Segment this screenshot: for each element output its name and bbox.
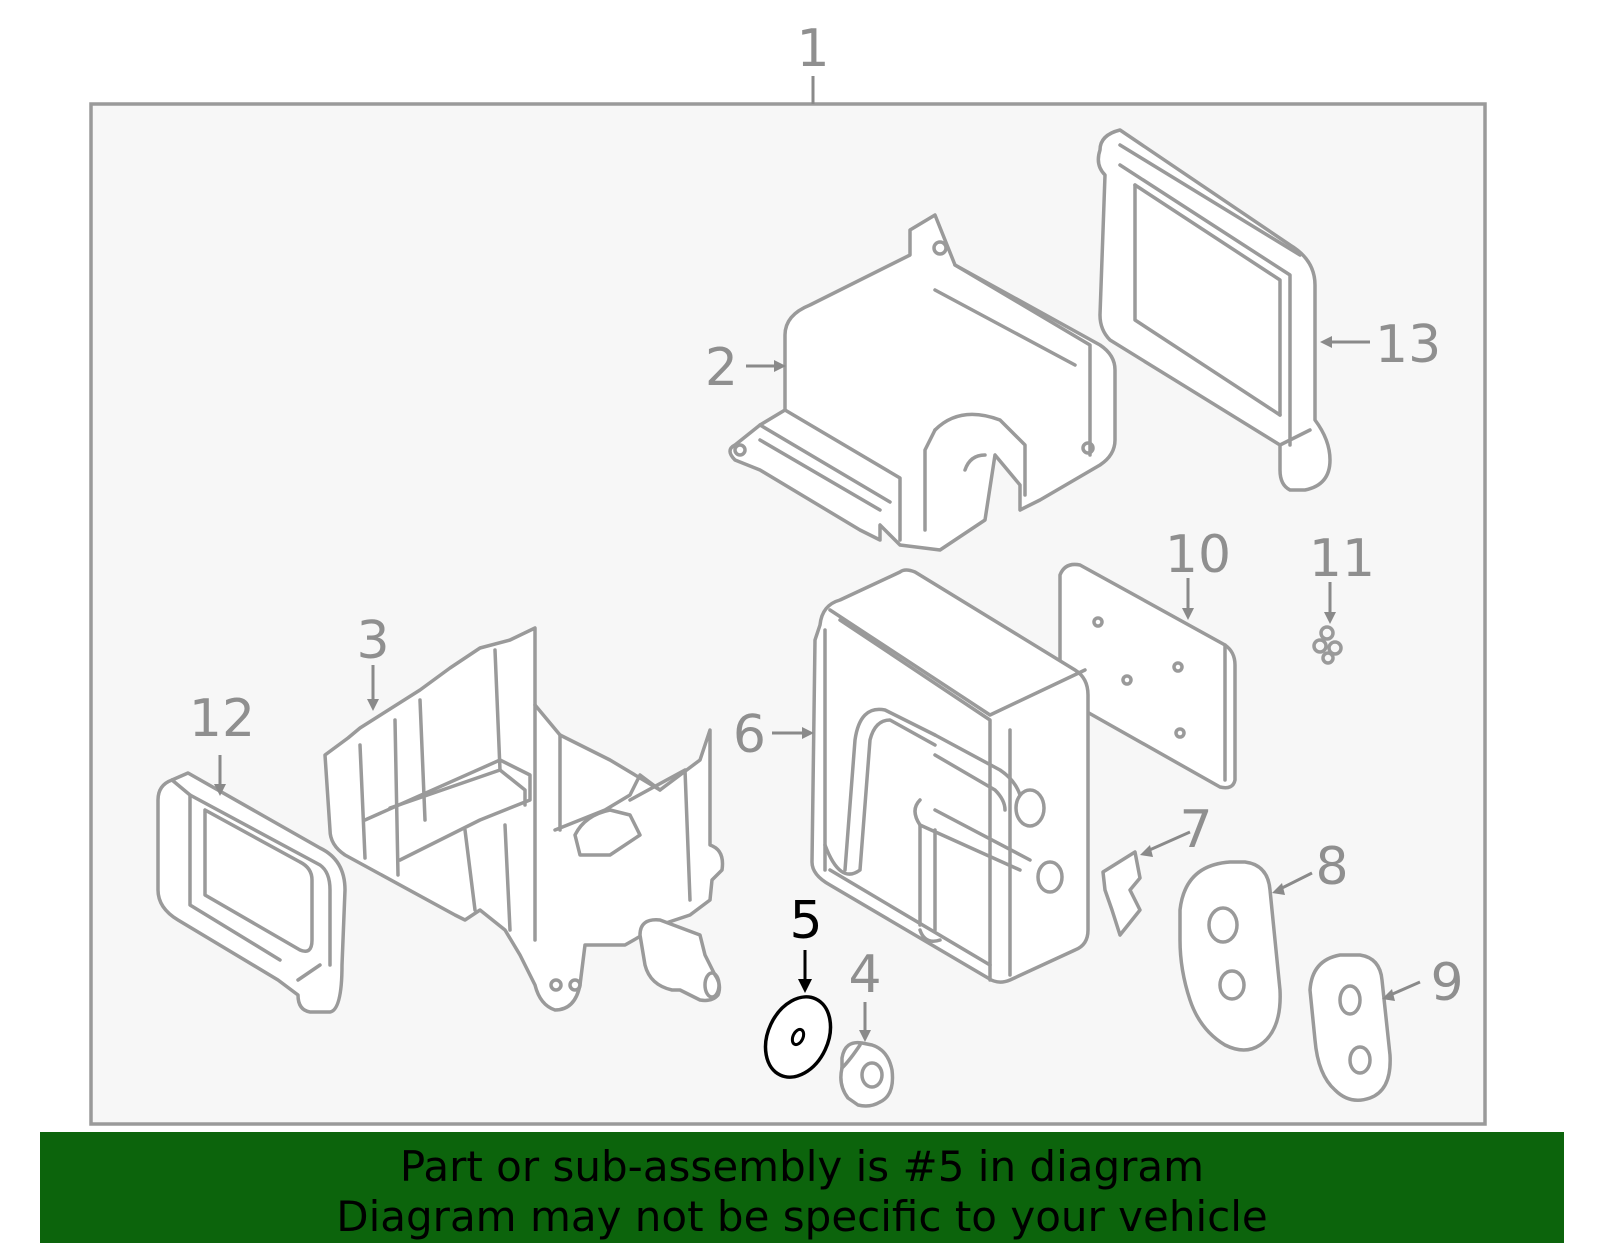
- info-banner: Part or sub-assembly is #5 in diagram Di…: [40, 1132, 1564, 1243]
- part-6-evaporator-core: [810, 568, 1090, 984]
- callout-4: 4: [848, 945, 881, 1005]
- part-11-clip: [1312, 625, 1343, 665]
- callout-9: 9: [1430, 953, 1463, 1013]
- part-7-bracket: [1101, 850, 1142, 937]
- banner-line-1: Part or sub-assembly is #5 in diagram: [399, 1142, 1205, 1191]
- part-5-washer-highlighted: [763, 995, 833, 1079]
- callout-3: 3: [356, 611, 389, 671]
- part-3-lower-case: [323, 626, 725, 1012]
- callout-10: 10: [1165, 525, 1231, 585]
- part-9-pipe-gasket: [1308, 953, 1392, 1102]
- part-4-grommet: [839, 1040, 895, 1108]
- callout-11: 11: [1309, 529, 1375, 589]
- callout-13: 13: [1375, 315, 1441, 375]
- callout-12: 12: [189, 689, 255, 749]
- part-13-seal-frame: [1096, 128, 1332, 492]
- part-12-seal-frame: [156, 771, 347, 1014]
- part-8-pipe-gasket: [1178, 860, 1282, 1052]
- callout-7: 7: [1179, 800, 1212, 860]
- callout-8: 8: [1315, 837, 1348, 897]
- banner-line-2: Diagram may not be specific to your vehi…: [336, 1192, 1268, 1241]
- callout-1: 1: [796, 19, 829, 79]
- callout-5: 5: [789, 891, 822, 951]
- callout-6: 6: [733, 705, 766, 765]
- callout-2: 2: [705, 338, 738, 398]
- part-2-upper-case: [728, 213, 1117, 552]
